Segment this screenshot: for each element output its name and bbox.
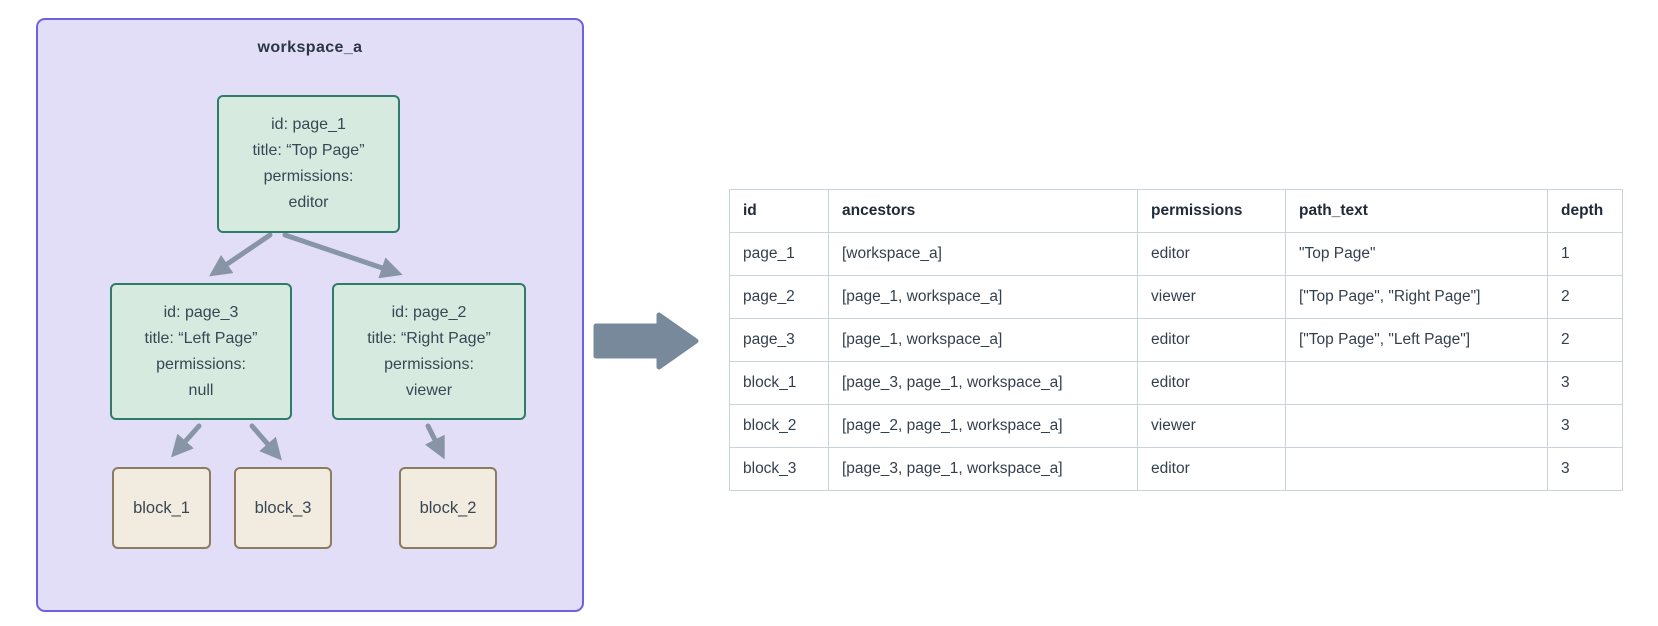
cell-id: block_2	[729, 404, 829, 448]
node-line: permissions:	[156, 355, 246, 373]
table-row-page-2: page_2 [page_1, workspace_a] viewer ["To…	[729, 275, 1623, 319]
node-line: title: “Right Page”	[367, 329, 491, 347]
workspace-container: workspace_a id: page_1 title: “Top Page”…	[36, 18, 584, 612]
node-line: title: “Top Page”	[252, 142, 365, 159]
table-row-block-2: block_2 [page_2, page_1, workspace_a] vi…	[729, 404, 1623, 448]
table-row-page-1: page_1 [workspace_a] editor "Top Page" 1	[729, 232, 1623, 276]
cell-path-text: ["Top Page", "Left Page"]	[1285, 318, 1548, 362]
cell-id: block_1	[729, 361, 829, 405]
node-line: id: page_1	[271, 116, 346, 133]
permissions-table: id ancestors permissions path_text depth…	[729, 189, 1623, 491]
node-line: null	[188, 381, 214, 399]
cell-permissions: editor	[1137, 447, 1286, 491]
cell-path-text	[1285, 404, 1548, 448]
column-header-ancestors: ancestors	[828, 189, 1138, 233]
cell-ancestors: [workspace_a]	[828, 232, 1138, 276]
cell-ancestors: [page_2, page_1, workspace_a]	[828, 404, 1138, 448]
cell-permissions: editor	[1137, 318, 1286, 362]
column-header-permissions: permissions	[1137, 189, 1286, 233]
cell-ancestors: [page_3, page_1, workspace_a]	[828, 447, 1138, 491]
block-label: block_1	[133, 498, 190, 517]
node-line: title: “Left Page”	[144, 329, 258, 347]
node-line: permissions:	[384, 355, 474, 373]
cell-id: page_1	[729, 232, 829, 276]
table-row-block-3: block_3 [page_3, page_1, workspace_a] ed…	[729, 447, 1623, 491]
edge-page1-page3	[209, 232, 273, 277]
node-line: editor	[288, 194, 329, 211]
edge-page2-block2	[425, 423, 445, 460]
cell-depth: 3	[1547, 447, 1623, 491]
cell-depth: 3	[1547, 361, 1623, 405]
cell-depth: 2	[1547, 275, 1623, 319]
cell-path-text: ["Top Page", "Right Page"]	[1285, 275, 1548, 319]
flow-right-arrow-icon	[593, 312, 699, 370]
node-block-1: block_1	[112, 467, 211, 549]
cell-id: block_3	[729, 447, 829, 491]
node-line: viewer	[405, 381, 453, 399]
cell-ancestors: [page_3, page_1, workspace_a]	[828, 361, 1138, 405]
cell-ancestors: [page_1, workspace_a]	[828, 318, 1138, 362]
edge-page3-block1	[171, 423, 202, 458]
cell-permissions: viewer	[1137, 404, 1286, 448]
node-line: id: page_2	[391, 303, 467, 321]
table-header-row: id ancestors permissions path_text depth	[729, 189, 1623, 233]
edge-page3-block3	[249, 423, 282, 461]
node-page-2: id: page_2 title: “Right Page” permissio…	[332, 283, 526, 420]
node-line: id: page_3	[163, 303, 239, 321]
workspace-title: workspace_a	[257, 39, 363, 56]
node-page-3: id: page_3 title: “Left Page” permission…	[110, 283, 292, 420]
table-row-block-1: block_1 [page_3, page_1, workspace_a] ed…	[729, 361, 1623, 405]
cell-depth: 2	[1547, 318, 1623, 362]
cell-id: page_2	[729, 275, 829, 319]
edge-page1-page2	[282, 232, 403, 279]
column-header-depth: depth	[1547, 189, 1623, 233]
cell-depth: 3	[1547, 404, 1623, 448]
node-page-1: id: page_1 title: “Top Page” permissions…	[217, 95, 400, 233]
block-label: block_2	[419, 498, 477, 517]
cell-permissions: viewer	[1137, 275, 1286, 319]
column-header-id: id	[729, 189, 829, 233]
cell-ancestors: [page_1, workspace_a]	[828, 275, 1138, 319]
cell-id: page_3	[729, 318, 829, 362]
table-row-page-3: page_3 [page_1, workspace_a] editor ["To…	[729, 318, 1623, 362]
cell-path-text: "Top Page"	[1285, 232, 1548, 276]
cell-path-text	[1285, 447, 1548, 491]
cell-permissions: editor	[1137, 361, 1286, 405]
column-header-path-text: path_text	[1285, 189, 1548, 233]
node-line: permissions:	[263, 168, 354, 185]
node-block-3: block_3	[234, 467, 332, 549]
cell-depth: 1	[1547, 232, 1623, 276]
cell-path-text	[1285, 361, 1548, 405]
tree-edges	[171, 232, 445, 461]
cell-permissions: editor	[1137, 232, 1286, 276]
node-block-2: block_2	[399, 467, 497, 549]
block-label: block_3	[254, 498, 312, 517]
